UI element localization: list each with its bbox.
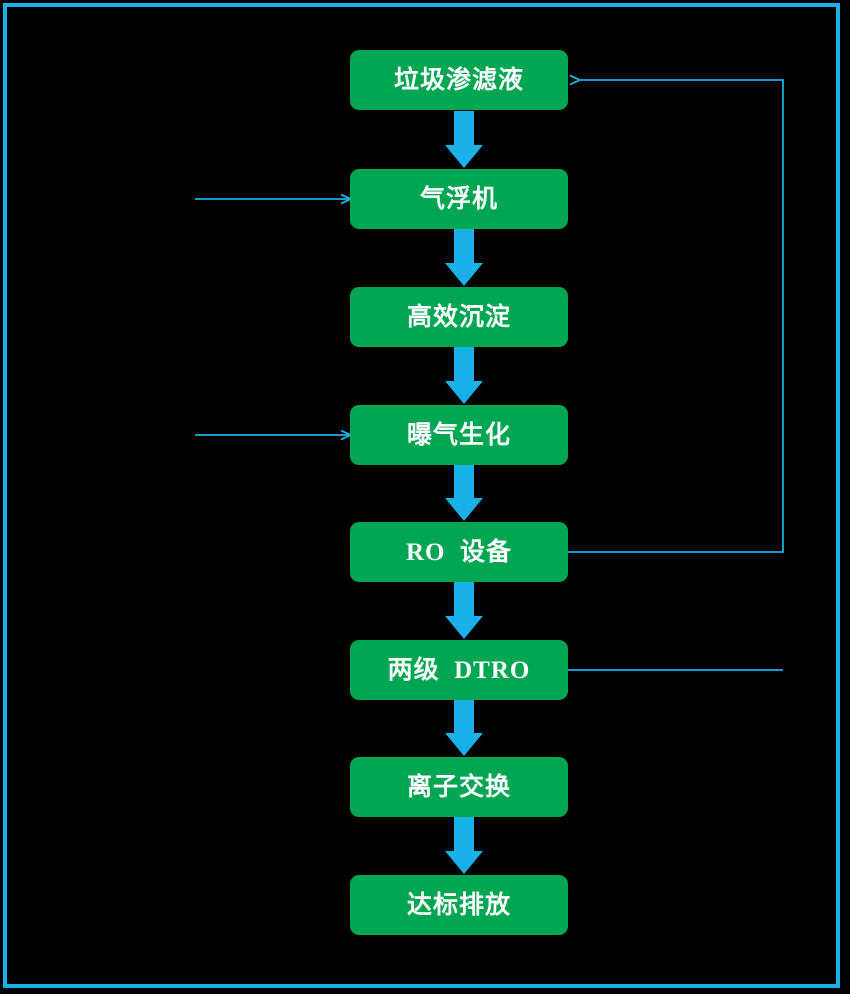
- node-leachate[interactable]: 垃圾渗滤液: [350, 50, 568, 110]
- node-aeration-label: 曝气生化: [406, 421, 511, 449]
- node-discharge[interactable]: 达标排放: [350, 875, 568, 935]
- node-sediment[interactable]: 高效沉淀: [350, 287, 568, 347]
- input-arrow-flotation: [193, 189, 353, 209]
- node-ion-exchange[interactable]: 离子交换: [350, 757, 568, 817]
- node-ro[interactable]: RO 设备: [350, 522, 568, 582]
- node-dtro[interactable]: 两级 DTRO: [350, 640, 568, 700]
- flow-arrow-down-icon-1: [444, 111, 484, 169]
- flow-arrow-down-icon-2: [444, 229, 484, 287]
- recycle-path-ro: [568, 80, 784, 553]
- recycle-line-group: [566, 48, 796, 688]
- node-leachate-label: 垃圾渗滤液: [393, 66, 524, 94]
- node-discharge-label: 达标排放: [406, 891, 511, 919]
- node-ro-label: RO 设备: [405, 538, 512, 566]
- flow-arrow-down-icon-7: [444, 817, 484, 875]
- node-ion-exchange-label: 离子交换: [406, 773, 511, 801]
- node-dtro-label: 两级 DTRO: [387, 656, 531, 684]
- node-flotation[interactable]: 气浮机: [350, 169, 568, 229]
- node-flotation-label: 气浮机: [419, 185, 498, 213]
- input-arrow-aeration: [193, 425, 353, 445]
- flow-arrow-down-icon-6: [444, 699, 484, 757]
- node-aeration[interactable]: 曝气生化: [350, 405, 568, 465]
- flow-arrow-down-icon-4: [444, 464, 484, 522]
- flow-arrow-down-icon-5: [444, 582, 484, 640]
- node-sediment-label: 高效沉淀: [406, 303, 511, 331]
- flow-arrow-down-icon-3: [444, 347, 484, 405]
